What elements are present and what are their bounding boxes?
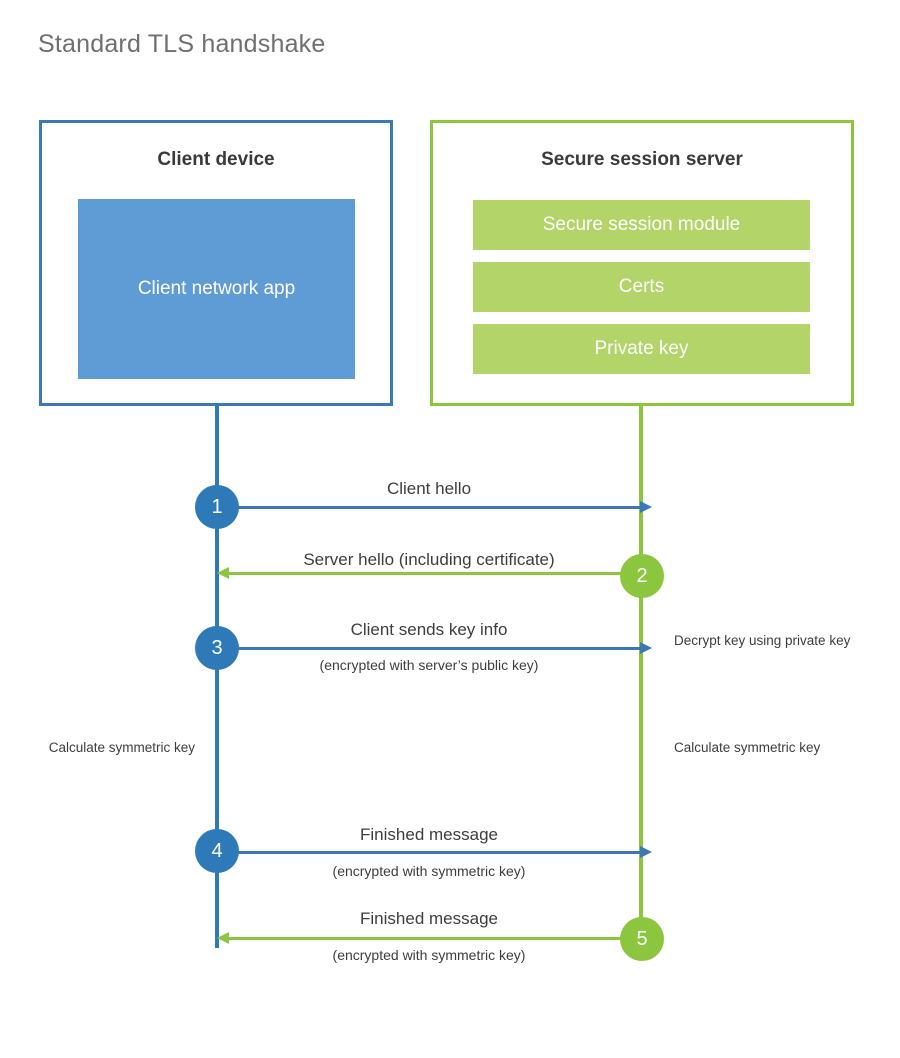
step-5-label: Finished message bbox=[360, 909, 498, 928]
secure-session-server-title: Secure session server bbox=[541, 149, 743, 170]
step-4-label: Finished message bbox=[360, 825, 498, 844]
secure-session-server-panel: Secure session server Secure session mod… bbox=[430, 120, 854, 406]
server-component-secure-session-module: Secure session module bbox=[473, 200, 810, 250]
server-lifeline bbox=[639, 403, 643, 941]
arrow-head-right-icon bbox=[640, 501, 652, 513]
step-4-sublabel: (encrypted with symmetric key) bbox=[332, 863, 526, 879]
step-5-arrow bbox=[217, 932, 641, 944]
step-3-sublabel: (encrypted with server’s public key) bbox=[319, 657, 539, 673]
step-1-arrow bbox=[217, 501, 652, 513]
step-3-label: Client sends key info bbox=[350, 620, 508, 639]
arrow-head-right-icon bbox=[640, 846, 652, 858]
step-marker-4: 4 bbox=[195, 829, 239, 873]
arrow-head-right-icon bbox=[640, 642, 652, 654]
step-1-label: Client hello bbox=[386, 479, 472, 498]
page-title: Standard TLS handshake bbox=[38, 30, 326, 58]
client-device-title: Client device bbox=[157, 149, 275, 170]
arrow-head-left-icon bbox=[217, 932, 229, 944]
server-component-list: Secure session module Certs Private key bbox=[473, 200, 810, 374]
step-marker-2: 2 bbox=[620, 554, 664, 598]
step-marker-3: 3 bbox=[195, 626, 239, 670]
server-component-certs: Certs bbox=[473, 262, 810, 312]
arrow-head-left-icon bbox=[217, 567, 229, 579]
client-lifeline bbox=[215, 403, 219, 948]
step-4-arrow bbox=[217, 846, 652, 858]
client-network-app-box: Client network app bbox=[78, 199, 355, 379]
step-marker-1: 1 bbox=[195, 485, 239, 529]
step-3-arrow bbox=[217, 642, 652, 654]
server-component-private-key: Private key bbox=[473, 324, 810, 374]
step-2-arrow bbox=[217, 567, 641, 579]
client-device-panel: Client device Client network app bbox=[39, 120, 393, 406]
step-2-label: Server hello (including certificate) bbox=[303, 550, 555, 569]
step-5-sublabel: (encrypted with symmetric key) bbox=[332, 947, 526, 963]
note-client-calculate-symmetric-key: Calculate symmetric key bbox=[48, 740, 195, 755]
step-marker-5: 5 bbox=[620, 917, 664, 961]
note-server-calculate-symmetric-key: Calculate symmetric key bbox=[674, 740, 821, 755]
note-decrypt-key: Decrypt key using private key bbox=[674, 633, 851, 648]
